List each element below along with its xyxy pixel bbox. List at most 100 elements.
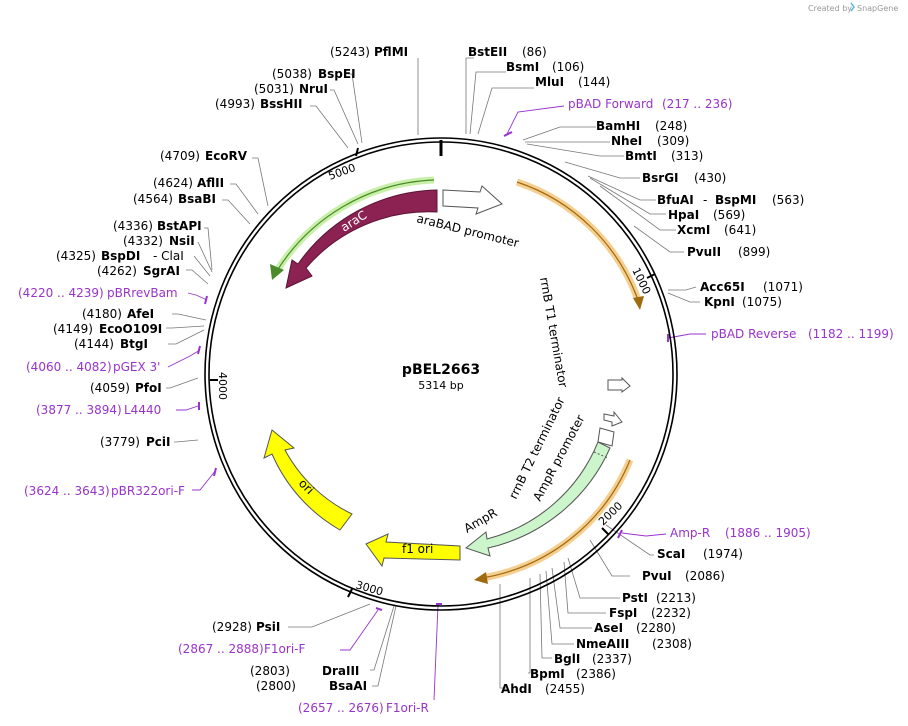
site-pos: (4149) (53, 322, 93, 336)
site-name: NruI (299, 82, 328, 96)
orf-top-highlight (515, 178, 642, 302)
site-name: XcmI (677, 223, 710, 237)
site-name: BsaBI (178, 192, 216, 206)
site-name: HpaI (668, 208, 699, 222)
site-pos: (569) (713, 208, 745, 222)
feature-label-f1ori: f1 ori (402, 542, 433, 556)
primer-range: (3877 .. 3894) (36, 403, 122, 417)
site-name: PstI (622, 591, 648, 605)
site-pos: (4564) (133, 192, 173, 206)
site-name: BglI (554, 652, 580, 666)
tick-label: 4000 (216, 372, 229, 400)
plasmid-length: 5314 bp (418, 379, 463, 392)
site-pos: (2386) (576, 667, 616, 681)
site-pos: (2928) (212, 620, 252, 634)
site-name: PvuI (642, 569, 672, 583)
orf-bottom-arrowhead (474, 572, 488, 584)
site-name: ScaI (657, 547, 685, 561)
feature-rrnbt2 (603, 410, 623, 427)
primer-name: pBRrevBam (107, 286, 178, 300)
site-name: SgrAI (143, 264, 180, 278)
site-name: NheI (611, 134, 642, 148)
feature-ampr-inner-mark (593, 451, 609, 459)
site-name: PsiI (256, 620, 280, 634)
primer-range: (1886 .. 1905) (725, 526, 811, 540)
site-name: MluI (535, 75, 564, 89)
site-pos: (106) (552, 60, 584, 74)
primer-range: (4060 .. 4082) (26, 360, 112, 374)
feature-ampr-promoter (597, 427, 615, 447)
primer-name: pBAD Reverse (711, 327, 796, 341)
plasmid-name: pBEL2663 (402, 362, 480, 378)
site-name: BsmI (506, 60, 539, 74)
site-pos: (4624) (153, 176, 193, 190)
primer-name: Amp-R (670, 526, 710, 540)
site-name: BssHII (260, 97, 302, 111)
feature-label-rrnbt1: rrnB T1 terminator (537, 276, 570, 388)
site-pos: (4262) (97, 264, 137, 278)
site-name: AseI (594, 621, 623, 635)
site-sep: - ClaI (153, 249, 184, 263)
feature-ampr (464, 441, 611, 557)
snapgene-logo-icon (850, 2, 855, 12)
site-pos: (4993) (215, 97, 255, 111)
site-name: AfeI (127, 307, 154, 321)
site-pos: (4709) (160, 149, 200, 163)
primer-name: F1ori-F (264, 642, 305, 656)
primer-range: (2867 .. 2888) (178, 642, 264, 656)
site-pos: (563) (772, 193, 804, 207)
site-name: BfuAI (657, 193, 694, 207)
tick-marks (210, 147, 656, 598)
primer-name: L4440 (124, 403, 161, 417)
primer-marks (197, 131, 669, 611)
site-name: KpnI (704, 295, 735, 309)
primer-name: pBR322ori-F (111, 484, 185, 498)
site-pos: (1071) (763, 280, 803, 294)
site-name: BpmI (530, 667, 565, 681)
site-name: NsiI (169, 234, 195, 248)
primer-range: (4220 .. 4239) (18, 286, 104, 300)
site-pos: (5038) (272, 67, 312, 81)
primer-range: (1182 .. 1199) (808, 327, 894, 341)
site-pos: (1974) (703, 547, 743, 561)
site-name: BspEI (318, 67, 356, 81)
site-name: PflMI (374, 45, 408, 59)
site-pos: (248) (655, 119, 687, 133)
site-pos: (144) (578, 75, 610, 89)
primer-range: (217 .. 236) (662, 97, 732, 111)
feature-label-ampr: AmpR (462, 506, 500, 536)
site-name: BstEII (468, 45, 507, 59)
site-pos: (5031) (254, 82, 294, 96)
site-name: BstAPI (157, 219, 202, 233)
site-name: PciI (146, 435, 171, 449)
site-pos: (2803) (250, 664, 290, 678)
site-name: AflII (197, 176, 224, 190)
site-pos: (2337) (592, 652, 632, 666)
site-name: FspI (609, 606, 637, 620)
primer-name: pBAD Forward (568, 97, 653, 111)
site-pos: (5243) (330, 45, 370, 59)
site-pos: (430) (694, 171, 726, 185)
site-name: PvuII (687, 245, 721, 259)
orf-top-arc (516, 181, 639, 301)
site-pos: (3779) (100, 435, 140, 449)
site-pos: (2800) (256, 679, 296, 693)
orf-arac-arc (274, 179, 435, 275)
site-name: NmeAIII (576, 637, 629, 651)
site-pos: (4059) (90, 381, 130, 395)
site-pos: (2308) (652, 637, 692, 651)
site-name: BsrGI (642, 171, 679, 185)
site-pos: (2232) (651, 606, 691, 620)
site-pos: (4325) (56, 249, 96, 263)
site-pos: (86) (522, 45, 547, 59)
site-pos: (4144) (74, 337, 114, 351)
orf-top-arrowhead (633, 296, 644, 310)
backbone (204, 137, 678, 611)
feature-arac (285, 189, 438, 289)
brand-text: SnapGene (857, 4, 898, 13)
feature-label-arabad: araBAD promoter (415, 211, 520, 250)
site-name: Acc65I (700, 280, 745, 294)
primer-name: F1ori-R (386, 701, 429, 715)
site-name: AhdI (501, 682, 532, 696)
